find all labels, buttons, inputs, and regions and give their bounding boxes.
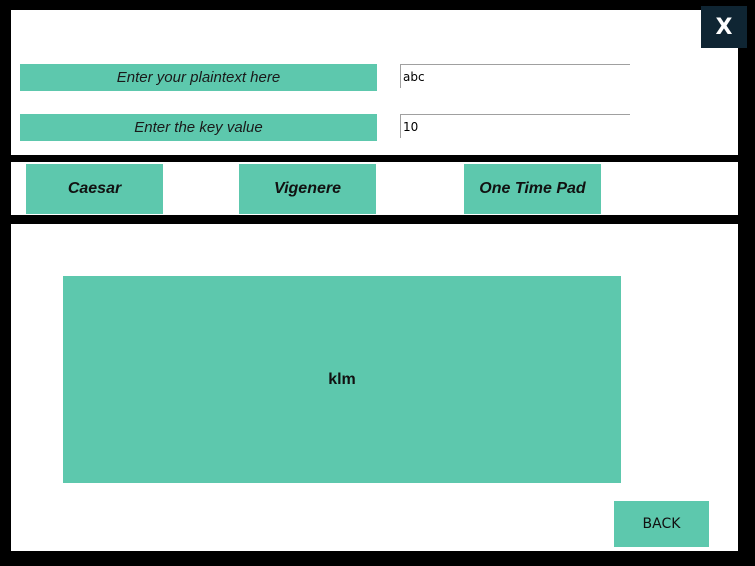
one-time-pad-button[interactable]: One Time Pad [464, 164, 601, 214]
vigenere-button[interactable]: Vigenere [239, 164, 376, 214]
close-icon: X [715, 14, 733, 40]
ciphertext-output: klm [63, 276, 621, 483]
key-input[interactable] [400, 114, 630, 138]
plaintext-label: Enter your plaintext here [20, 64, 377, 91]
plaintext-input[interactable] [400, 64, 630, 88]
ciphertext-value: klm [328, 370, 356, 388]
back-button[interactable]: BACK [614, 501, 709, 547]
caesar-button[interactable]: Caesar [26, 164, 163, 214]
key-label: Enter the key value [20, 114, 377, 141]
close-button[interactable]: X [701, 6, 747, 48]
